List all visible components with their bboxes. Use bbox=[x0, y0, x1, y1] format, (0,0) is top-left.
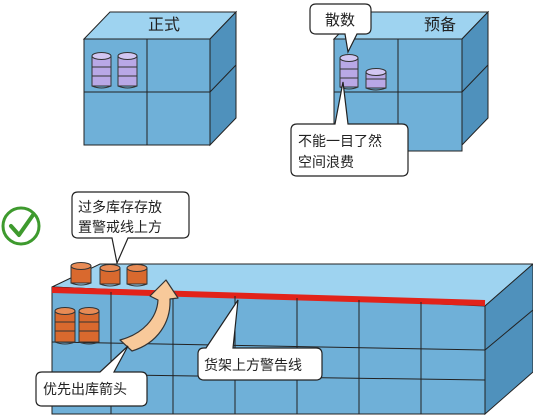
barrel-orange bbox=[70, 262, 92, 286]
callout-warning-line: 货架上方警告线 bbox=[197, 299, 323, 381]
barrel-orange bbox=[54, 307, 76, 345]
barrel-purple-small bbox=[365, 68, 387, 91]
fifo-arrow bbox=[119, 279, 179, 352]
warning-line bbox=[51, 287, 486, 306]
callout-waste-line2: 空间浪费 bbox=[298, 155, 354, 171]
shelf-formal: 正式 bbox=[82, 10, 238, 147]
barrel-orange bbox=[78, 307, 100, 345]
callout-fifo-arrow-text: 优先出库箭头 bbox=[43, 381, 127, 398]
barrel-orange bbox=[126, 264, 148, 287]
shelf-backup-label: 预备 bbox=[424, 15, 456, 34]
callout-above-line1: 过多库存存放 bbox=[78, 199, 162, 216]
callout-above-line2: 置警戒线上方 bbox=[78, 220, 162, 236]
barrel-purple bbox=[117, 52, 138, 89]
callout-fifo-arrow: 优先出库箭头 bbox=[35, 345, 148, 407]
shelf-formal-label: 正式 bbox=[148, 15, 180, 34]
callout-scattered-text: 散数 bbox=[325, 11, 355, 29]
check-circle-icon bbox=[1, 206, 41, 246]
barrel-purple bbox=[91, 52, 112, 89]
callout-waste-line1: 不能一目了然 bbox=[298, 133, 382, 150]
callout-above-line: 过多库存存放 置警戒线上方 bbox=[71, 191, 190, 265]
callout-scattered: 散数 bbox=[309, 3, 372, 54]
barrel-purple bbox=[339, 54, 359, 90]
callout-waste: 不能一目了然 空间浪费 bbox=[290, 81, 409, 177]
callout-warning-line-text: 货架上方警告线 bbox=[204, 357, 302, 374]
barrel-orange bbox=[99, 264, 121, 287]
